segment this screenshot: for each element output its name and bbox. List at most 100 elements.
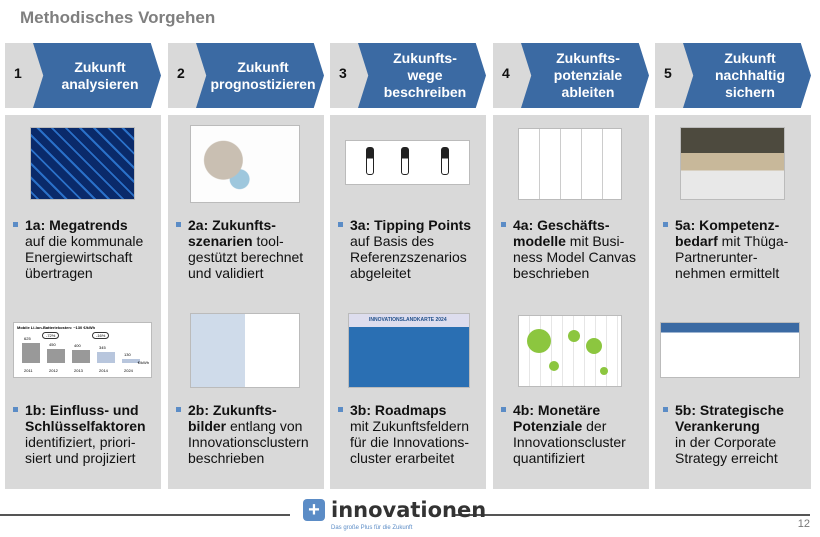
step-header: 4 Zukunfts- potenziale ableiten <box>493 43 649 108</box>
step-a-heading: 1a: Megatrends <box>25 217 128 233</box>
step-a-description: auf Basis des Referenzszenarios abgeleit… <box>350 233 467 281</box>
step-chevron: Zukunfts- wege beschreiben <box>358 43 486 108</box>
step-a-description: mit Busi- ness Model Canvas beschrieben <box>513 233 636 281</box>
bullet-icon <box>663 407 668 412</box>
game-pieces-photo <box>680 127 785 200</box>
step-b-text: 1b: Einfluss- und Schlüsselfaktoren iden… <box>13 402 161 466</box>
step-column-5: 5 Zukunft nachhaltig sichern 5a: Kompete… <box>655 43 811 489</box>
chart-badge: -16% <box>92 332 110 339</box>
chart-year-label: 2011 <box>24 368 33 373</box>
bubble <box>527 329 551 353</box>
strategy-table-image <box>660 322 800 378</box>
step-panel: 5a: Kompetenz- bedarf mit Thüga- Partner… <box>655 115 811 489</box>
step-panel: 1a: Megatrends auf die kommunale Energie… <box>5 115 161 489</box>
bubble <box>586 338 602 354</box>
step-b-text: 2b: Zukunfts- bilder entlang von Innovat… <box>176 402 324 466</box>
step-b-text: 5b: Strategische Verankerung in der Corp… <box>663 402 811 466</box>
step-header: 1 Zukunft analysieren <box>5 43 161 108</box>
step-panel: 3a: Tipping Points auf Basis des Referen… <box>330 115 486 489</box>
step-a-heading: 2a: Zukunfts- szenarien <box>188 217 276 249</box>
step-a-text: 5a: Kompetenz- bedarf mit Thüga- Partner… <box>663 217 811 281</box>
step-a-text: 3a: Tipping Points auf Basis des Referen… <box>338 217 486 281</box>
step-chevron: Zukunft prognostizieren <box>196 43 324 108</box>
step-b-description: in der Corporate Strategy erreicht <box>675 434 778 466</box>
step-b-description: mit Zukunftsfeldern für die Innovations-… <box>350 418 470 466</box>
step-b-heading: 5b: Strategische Verankerung <box>675 402 784 434</box>
step-b-description: der Innovationscluster quantifiziert <box>513 418 626 466</box>
plus-logo-icon: + <box>303 499 325 521</box>
circuit-board-image <box>30 127 135 200</box>
chart-value-label: 450 <box>49 342 56 347</box>
step-column-3: 3 Zukunfts- wege beschreiben 3a: Tipping… <box>330 43 486 489</box>
step-header: 2 Zukunft prognostizieren <box>168 43 324 108</box>
step-b-heading: 1b: Einfluss- und Schlüsselfaktoren <box>25 402 146 434</box>
tipping-point-icon <box>401 147 409 175</box>
footer-divider <box>455 514 810 516</box>
bullet-icon <box>338 222 343 227</box>
chart-year-label: 2024 <box>124 368 133 373</box>
innovation-map-image: INNOVATIONSLANDKARTE 2024 <box>348 313 470 388</box>
step-chevron: Zukunft analysieren <box>33 43 161 108</box>
bubble <box>549 361 559 371</box>
brand-slogan: Das große Plus für die Zukunft <box>331 525 413 531</box>
future-scenario-image <box>190 313 300 388</box>
bullet-icon <box>501 222 506 227</box>
step-header: 5 Zukunft nachhaltig sichern <box>655 43 811 108</box>
step-b-heading: 4b: Monetäre Potenziale <box>513 402 601 434</box>
chart-value-label: 345 <box>99 345 106 350</box>
chart-bar <box>97 352 115 363</box>
brand-name: innovationen <box>331 498 487 522</box>
bullet-icon <box>13 222 18 227</box>
step-b-description: entlang von Innovationsclustern beschrie… <box>188 418 309 466</box>
bullet-icon <box>338 407 343 412</box>
slide-title: Methodisches Vorgehen <box>20 8 216 27</box>
chart-year-label: 2013 <box>74 368 83 373</box>
potential-bubble-chart-image <box>518 315 622 387</box>
step-a-description: mit Thüga- Partnerunter- nehmen ermittel… <box>675 233 789 281</box>
step-a-heading: 4a: Geschäfts- modelle <box>513 217 610 249</box>
step-chevron: Zukunfts- potenziale ableiten <box>521 43 649 108</box>
bullet-icon <box>176 222 181 227</box>
molecule-image <box>190 125 300 203</box>
step-b-text: 4b: Monetäre Potenziale der Innovationsc… <box>501 402 649 466</box>
chart-bar <box>122 359 140 363</box>
tipping-point-icon <box>366 147 374 175</box>
step-a-description: auf die kommunale Energiewirtschaft über… <box>25 233 144 281</box>
chart-badge: -72% <box>42 332 60 339</box>
step-column-4: 4 Zukunfts- potenziale ableiten 4a: Gesc… <box>493 43 649 489</box>
bubble <box>600 367 608 375</box>
tipping-points-image <box>345 140 470 185</box>
step-a-heading: 3a: Tipping Points <box>350 217 472 233</box>
chart-bar <box>22 343 40 363</box>
business-model-canvas-image <box>518 128 622 200</box>
chart-value-label: 130 <box>124 352 131 357</box>
footer-divider <box>0 514 290 516</box>
step-a-heading: 5a: Kompetenz- bedarf <box>675 217 780 249</box>
step-panel: 4a: Geschäfts- modelle mit Busi- ness Mo… <box>493 115 649 489</box>
chart-value-label: 400 <box>74 343 81 348</box>
step-column-1: 1 Zukunft analysieren 1a: Megatrends auf… <box>5 43 161 489</box>
bullet-icon <box>176 407 181 412</box>
tipping-point-icon <box>441 147 449 175</box>
step-header: 3 Zukunfts- wege beschreiben <box>330 43 486 108</box>
step-b-description: identifiziert, priori- siert und projizi… <box>25 434 136 466</box>
step-chevron: Zukunft nachhaltig sichern <box>683 43 811 108</box>
step-a-text: 4a: Geschäfts- modelle mit Busi- ness Mo… <box>501 217 649 281</box>
chart-bar <box>47 349 65 363</box>
chart-title: Mobile Li-Ion-Batteriekosten: ~130 €/kWh <box>17 325 96 330</box>
chart-bar <box>72 350 90 363</box>
step-a-description: tool- gestützt berechnet und validiert <box>188 233 304 281</box>
page-number: 12 <box>797 518 810 530</box>
chart-value-label: 625 <box>24 336 31 341</box>
bullet-icon <box>663 222 668 227</box>
chart-year-label: 2014 <box>99 368 108 373</box>
step-b-text: 3b: Roadmaps mit Zukunftsfeldern für die… <box>338 402 486 466</box>
step-a-text: 2a: Zukunfts- szenarien tool- gestützt b… <box>176 217 324 281</box>
battery-cost-chart-image: Mobile Li-Ion-Batteriekosten: ~130 €/kWh… <box>13 322 152 378</box>
step-column-2: 2 Zukunft prognostizieren 2a: Zukunfts- … <box>168 43 324 489</box>
step-b-heading: 2b: Zukunfts- bilder <box>188 402 277 434</box>
bullet-icon <box>13 407 18 412</box>
map-title: INNOVATIONSLANDKARTE 2024 <box>369 317 447 323</box>
chart-unit: €/kWh <box>137 360 149 365</box>
step-panel: 2a: Zukunfts- szenarien tool- gestützt b… <box>168 115 324 489</box>
